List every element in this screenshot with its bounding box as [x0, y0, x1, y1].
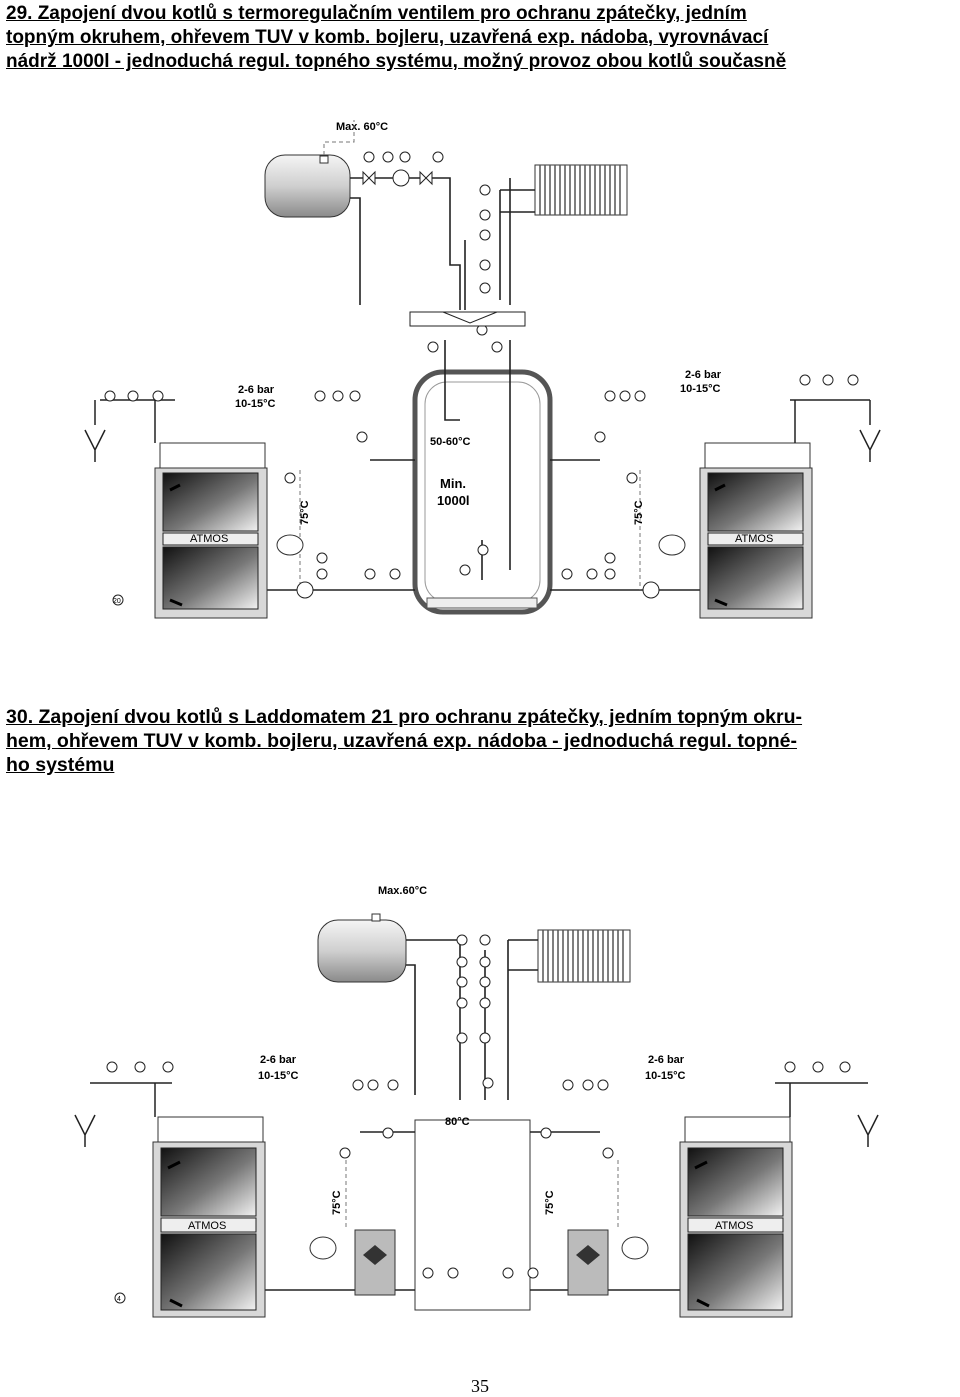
heading-line: nádrž 1000l - jednoduchá regul. topného …: [6, 51, 787, 72]
page-number: 35: [471, 1376, 489, 1396]
tank-volume-label: 1000l: [437, 493, 470, 508]
hydraulic-header: [414, 1119, 531, 1311]
boiler-left: [154, 442, 268, 619]
pressure-label-right: 2-6 bar: [648, 1054, 685, 1066]
heading-line: 29. Zapojení dvou kotlů s termoregulační…: [6, 3, 747, 24]
valve-group-top: [362, 151, 503, 353]
max-temp-label: Max. 60°C: [336, 121, 388, 133]
boiler-brand-left: ATMOS: [190, 533, 228, 545]
pressure-label-right: 2-6 bar: [685, 369, 722, 381]
boiler-brand-right: ATMOS: [715, 1220, 753, 1232]
corner-ref-label: 4: [117, 1296, 121, 1303]
boiler-brand-left: ATMOS: [188, 1220, 226, 1232]
corner-ref-label: 20: [113, 598, 121, 605]
laddomat-left: [354, 1229, 396, 1296]
boiler-temp-right: 75°C: [633, 500, 645, 525]
diagram-29: Max. 60°C 50-60°C Min. 1000l ATMOS: [84, 120, 881, 619]
expansion-tank-left: [276, 534, 304, 556]
buffer-tank: [412, 369, 553, 615]
boiler-brand-right: ATMOS: [735, 533, 773, 545]
boiler-left: [152, 1116, 266, 1318]
expansion-tank-right: [658, 534, 686, 556]
boiler-right: [679, 1116, 793, 1318]
radiator: [537, 929, 631, 983]
temp-range-label-right: 10-15°C: [680, 383, 721, 395]
expansion-tank-left: [309, 1236, 337, 1260]
heading-line: topným okruhem, ohřevem TUV v komb. bojl…: [6, 27, 769, 48]
tank-temp-label: 50-60°C: [430, 436, 471, 448]
dhw-boiler: [264, 154, 351, 218]
radiator: [534, 164, 628, 216]
max-temp-label: Max.60°C: [378, 885, 427, 897]
section-30-heading: 30. Zapojení dvou kotlů s Laddomatem 21 …: [6, 705, 954, 777]
heading-line: ho systému: [6, 754, 115, 776]
boiler-temp-left: 75°C: [299, 500, 311, 525]
boiler-temp-left: 75°C: [331, 1190, 343, 1215]
temp-range-label-right: 10-15°C: [645, 1070, 686, 1082]
diagram-30: Max.60°C 80°C ATMOS ATMOS: [74, 885, 879, 1318]
boiler-right: [699, 442, 813, 619]
expansion-tank-right: [621, 1236, 649, 1260]
temp-range-label-left: 10-15°C: [235, 398, 276, 410]
dhw-boiler: [317, 913, 407, 983]
temp-range-label-left: 10-15°C: [258, 1070, 299, 1082]
header-temp-label: 80°C: [445, 1116, 470, 1128]
section-29-heading: 29. Zapojení dvou kotlů s termoregulační…: [6, 2, 954, 74]
tank-min-label: Min.: [440, 476, 466, 491]
boiler-temp-right: 75°C: [544, 1190, 556, 1215]
pressure-label-left: 2-6 bar: [238, 384, 275, 396]
heading-line: hem, ohřevem TUV v komb. bojleru, uzavře…: [6, 730, 797, 752]
pressure-label-left: 2-6 bar: [260, 1054, 297, 1066]
heading-line: 30. Zapojení dvou kotlů s Laddomatem 21 …: [6, 706, 803, 728]
laddomat-right: [567, 1229, 609, 1296]
